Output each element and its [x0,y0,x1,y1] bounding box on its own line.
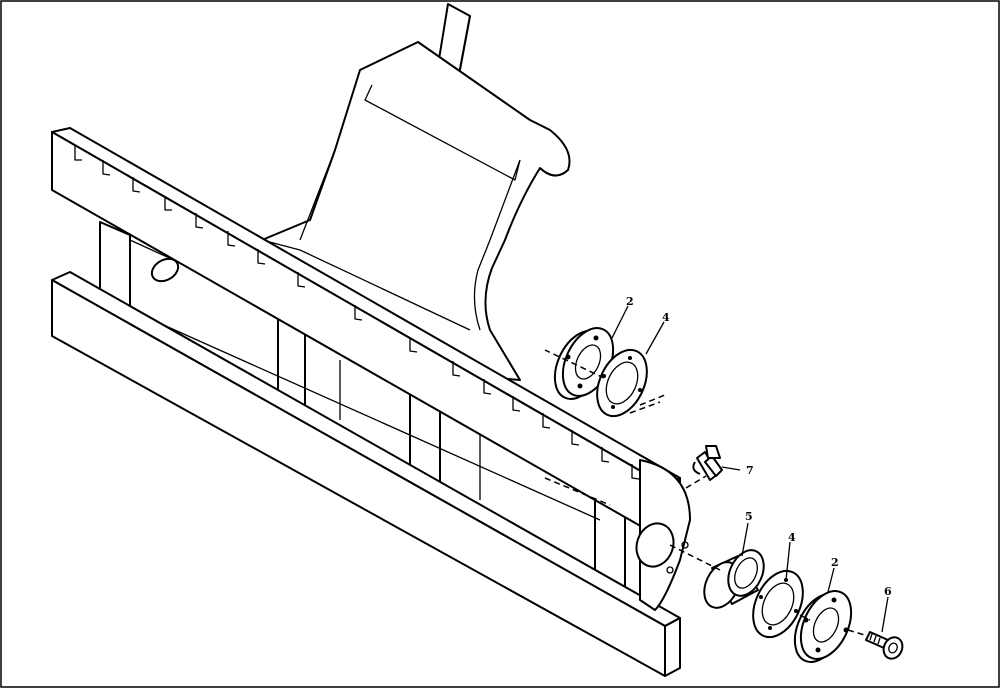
callout-4-upper: 4 [662,311,670,324]
shim-part-4-upper [596,348,648,418]
top-bar-notches [74,145,668,496]
leader-axis-7 [685,475,707,489]
callout-2-lower: 2 [831,556,839,569]
bushing-part-5 [703,549,765,609]
shim-part-4-lower [752,569,804,639]
leader-axis-left [544,477,611,506]
leader-upper-3 [629,401,661,414]
callout-2-upper: 2 [626,295,634,308]
flange-part-2-lower [793,590,853,663]
leader-upper-1 [544,349,605,379]
callout-4-lower: 4 [788,531,796,544]
callout-5: 5 [745,510,753,523]
callout-7: 7 [746,464,754,477]
fork-carriage-frame [51,127,691,677]
callout-leaders [611,305,889,633]
leader-lower-2 [799,614,811,621]
bolt-part-6 [865,631,904,660]
leader-upper-2 [639,394,666,406]
callout-6: 6 [884,585,892,598]
leader-lower-3 [847,629,869,637]
grease-fitting-part-7 [692,445,723,481]
